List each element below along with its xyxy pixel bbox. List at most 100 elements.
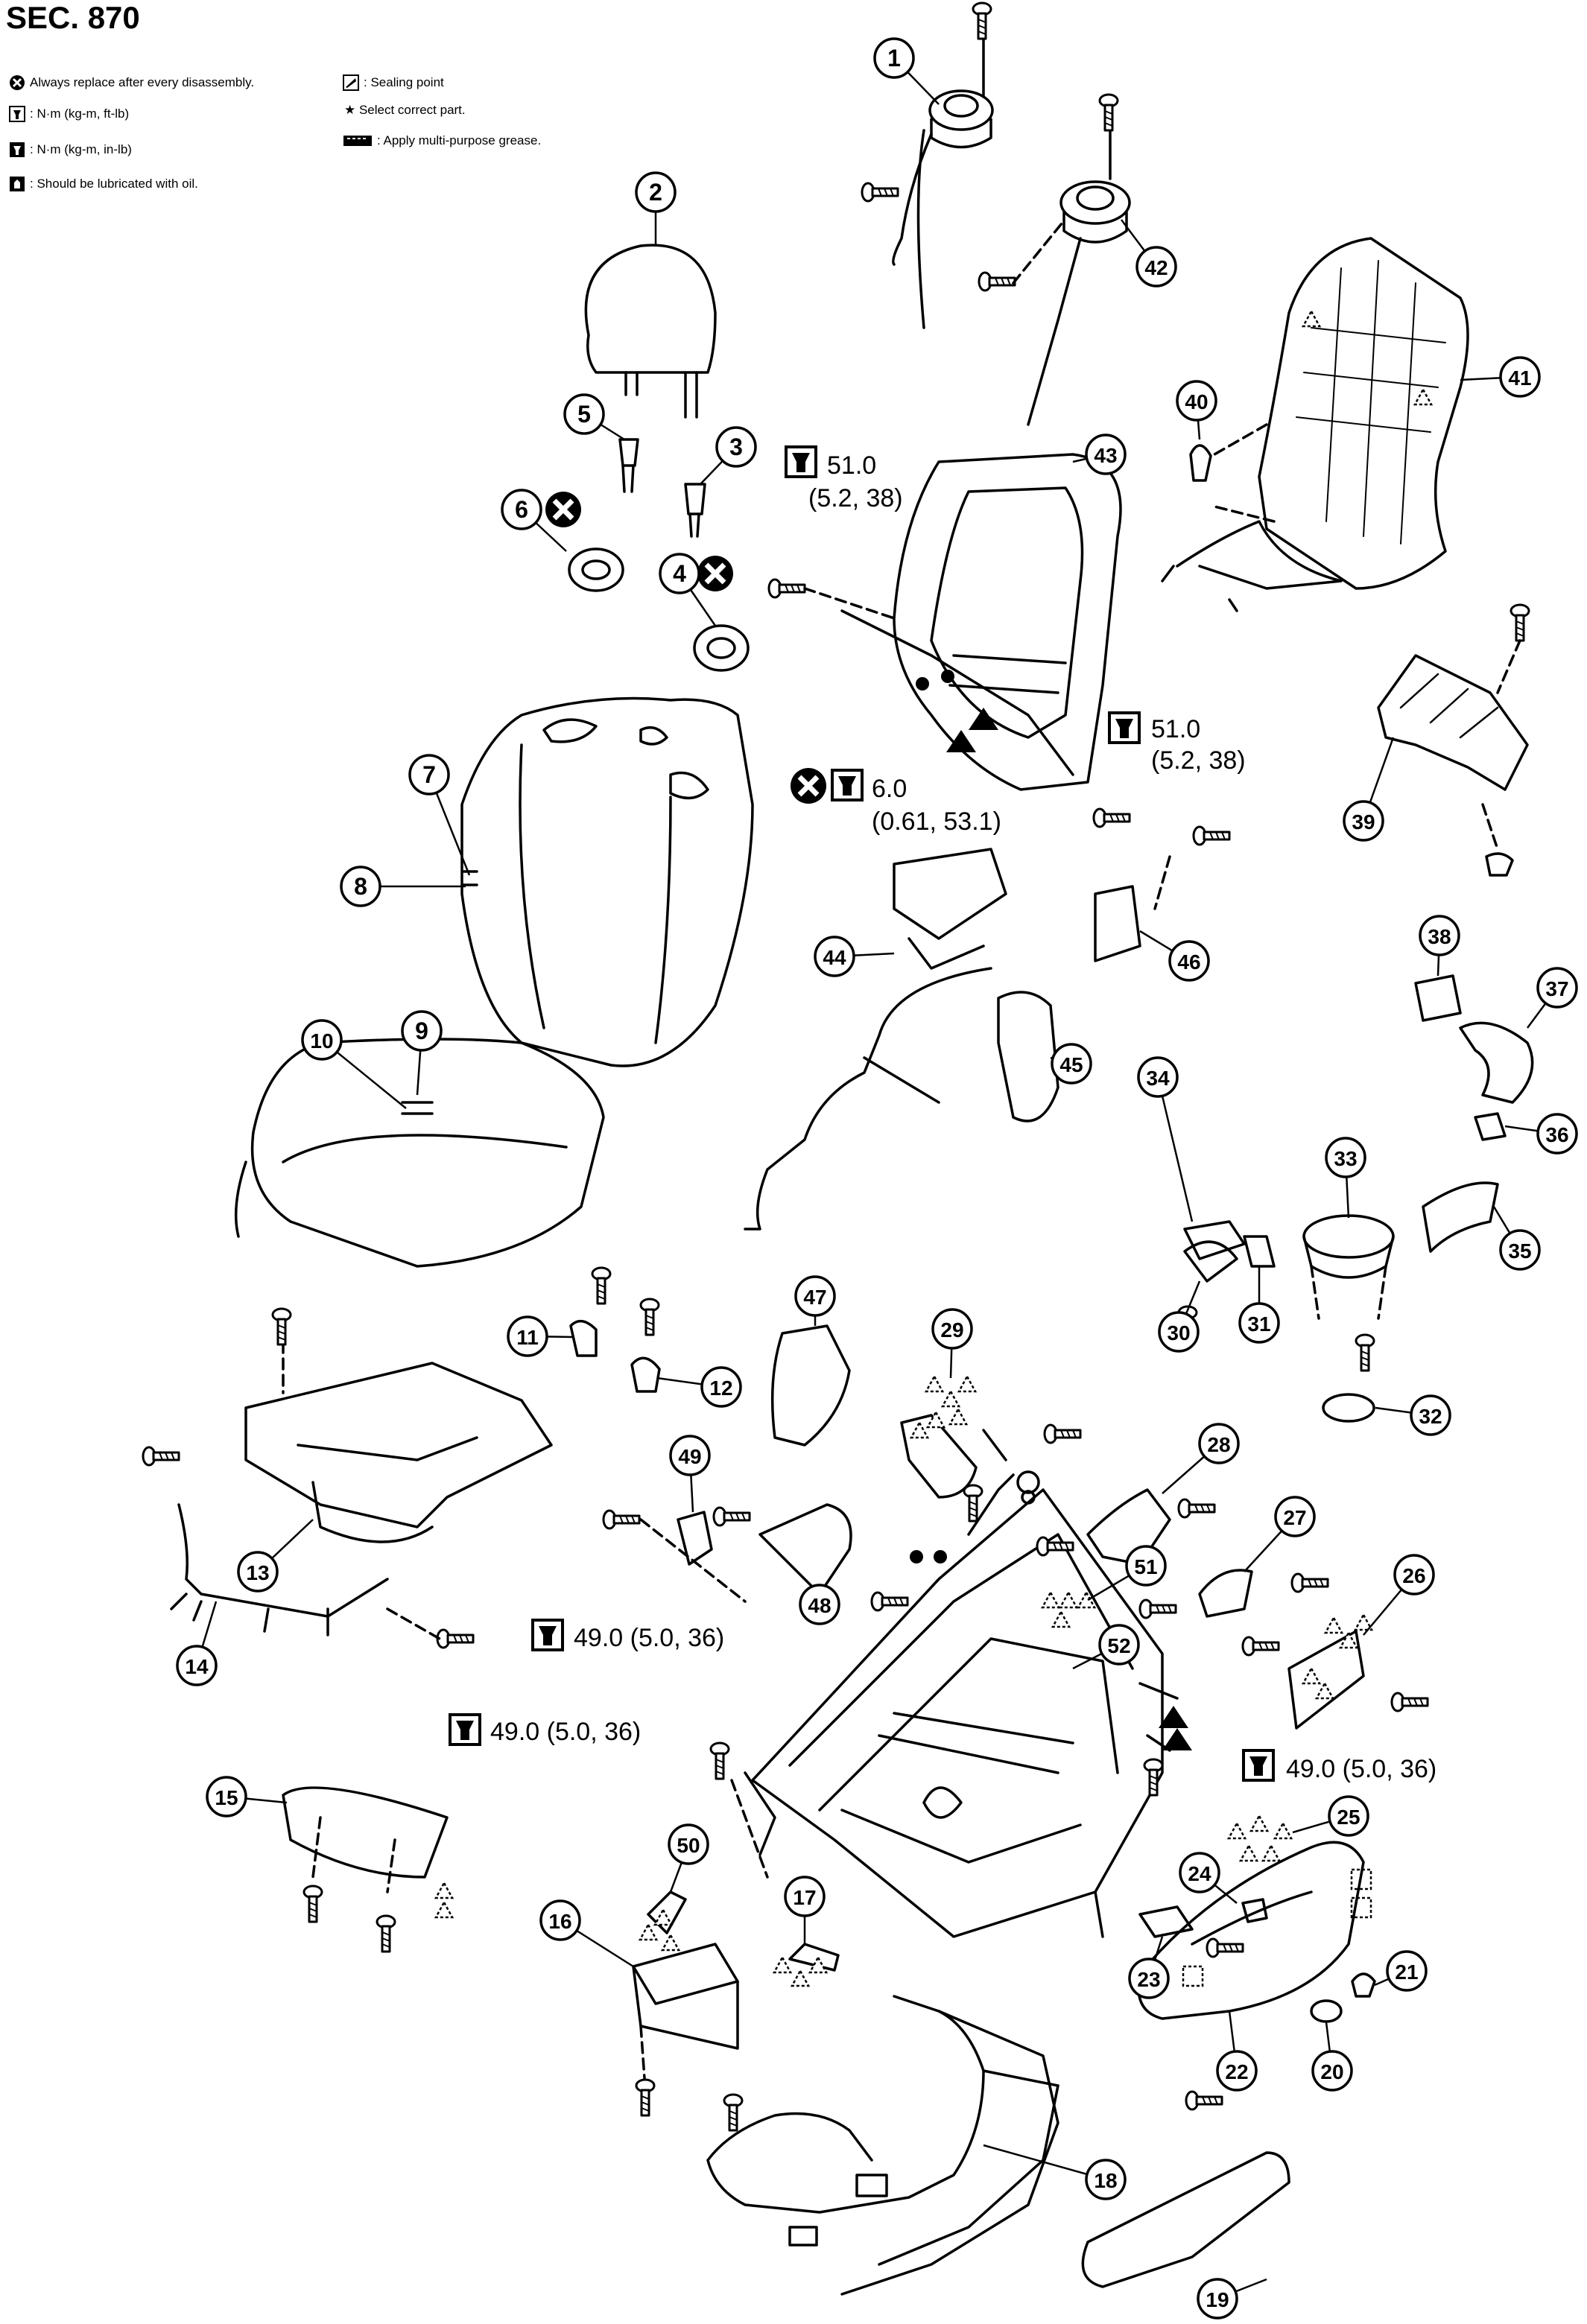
legend-item-sealing: : Sealing point [343, 74, 444, 91]
legend-item-torque-ftlb: : N·m (kg-m, ft-lb) [9, 106, 129, 122]
callout-number: 4 [673, 560, 686, 587]
callout-22: 22 [1216, 2050, 1258, 2092]
part-control-module [632, 1943, 739, 2050]
torque-value: 51.0 [1151, 715, 1200, 743]
callout-19: 19 [1197, 2278, 1238, 2320]
callout-number: 37 [1545, 977, 1568, 1000]
torque-spec-seatback-right: 51.0 (5.2, 38) [1108, 711, 1246, 775]
callout-number: 38 [1428, 925, 1451, 948]
part-clip-30 [1183, 1240, 1238, 1283]
callout-28: 28 [1198, 1423, 1240, 1464]
callout-number: 28 [1207, 1433, 1230, 1456]
callout-46: 46 [1168, 940, 1210, 982]
callout-18: 18 [1085, 2159, 1127, 2200]
callout-number: 13 [246, 1561, 269, 1584]
part-knob [1310, 1999, 1343, 2023]
callout-number: 35 [1508, 1239, 1531, 1263]
callout-number: 49 [678, 1445, 701, 1468]
part-cover-29 [900, 1414, 978, 1499]
callout-1: 1 [873, 37, 915, 79]
callout-44: 44 [814, 936, 855, 977]
callout-45: 45 [1051, 1043, 1092, 1085]
part-wire-harness [706, 1995, 1059, 2296]
callout-49: 49 [669, 1435, 711, 1476]
part-cover-28 [1086, 1488, 1171, 1566]
callout-number: 20 [1320, 2060, 1343, 2083]
callout-number: 41 [1508, 366, 1531, 390]
callout-number: 6 [515, 496, 528, 523]
part-motor-33 [1302, 1214, 1395, 1320]
callout-number: 34 [1146, 1067, 1170, 1090]
callout-number: 5 [577, 401, 591, 428]
torque-value-sub: (0.61, 53.1) [872, 807, 1001, 836]
torque-value: 49.0 (5.0, 36) [1286, 1755, 1436, 1783]
callout-number: 40 [1185, 390, 1208, 413]
callout-number: 29 [940, 1318, 963, 1342]
callout-9: 9 [401, 1010, 443, 1052]
part-escutcheon-2 [693, 624, 750, 672]
callout-29: 29 [931, 1308, 973, 1350]
callout-37: 37 [1536, 967, 1578, 1009]
part-bracket-23 [1138, 1905, 1194, 1938]
legend-item-star: ★ Select correct part. [344, 103, 466, 118]
callout-number: 36 [1545, 1123, 1568, 1146]
callout-leader-34 [1156, 1076, 1194, 1222]
callout-12: 12 [700, 1366, 742, 1408]
part-headrest-guide [618, 438, 706, 538]
callout-number: 18 [1094, 2169, 1117, 2192]
callout-number: 21 [1395, 1961, 1418, 1984]
callout-number: 17 [793, 1886, 816, 1909]
section-title: SEC. 870 [6, 0, 140, 35]
part-flex-duct [1459, 1021, 1534, 1104]
callout-number: 44 [823, 946, 846, 969]
callout-number: 48 [808, 1594, 831, 1617]
callout-17: 17 [784, 1876, 826, 1917]
part-clip-36 [1474, 1112, 1507, 1141]
legend-item-replace: Always replace after every disassembly. [9, 74, 254, 91]
torque-spec-frame-right: 49.0 (5.0, 36) [1242, 1749, 1436, 1783]
callout-number: 11 [516, 1326, 539, 1349]
callout-number: 15 [215, 1786, 238, 1809]
callout-number: 26 [1402, 1564, 1425, 1587]
replace-x-icon [545, 492, 581, 527]
callout-4: 4 [659, 553, 700, 594]
callout-23: 23 [1128, 1958, 1170, 1999]
legend-text: : Sealing point [364, 75, 444, 89]
callout-51: 51 [1125, 1545, 1167, 1587]
part-seatback-board [1161, 237, 1469, 612]
callout-24: 24 [1179, 1852, 1220, 1893]
part-clip-24 [1241, 1898, 1268, 1923]
callout-39: 39 [1343, 800, 1384, 842]
part-seat-pan [244, 1324, 553, 1543]
callout-5: 5 [563, 393, 605, 435]
callout-32: 32 [1410, 1394, 1451, 1436]
part-clip-21 [1351, 1972, 1376, 1998]
part-bracket-34 [1183, 1220, 1246, 1260]
callout-30: 30 [1158, 1311, 1200, 1353]
legend-item-grease: : Apply multi-purpose grease. [343, 133, 541, 149]
callout-7: 7 [408, 754, 450, 796]
replace-x-icon [10, 75, 25, 90]
callout-number: 25 [1337, 1806, 1360, 1829]
callout-6: 6 [501, 489, 542, 530]
callout-number: 32 [1419, 1405, 1442, 1428]
part-duct [1422, 1181, 1499, 1253]
part-side-finisher [1137, 1841, 1365, 2020]
callout-8: 8 [340, 866, 381, 907]
callout-number: 22 [1225, 2060, 1248, 2083]
legend-text: : N·m (kg-m, ft-lb) [30, 107, 130, 121]
callout-11: 11 [507, 1315, 548, 1357]
legend-text: : Apply multi-purpose grease. [377, 133, 542, 147]
part-recliner-cover [770, 1324, 851, 1447]
callout-number: 14 [185, 1655, 209, 1678]
callout-number: 31 [1247, 1312, 1270, 1336]
callout-leader-18 [983, 2144, 1106, 2181]
callout-40: 40 [1176, 380, 1217, 422]
part-side-trim [282, 1786, 449, 1893]
part-cover-27 [1198, 1569, 1253, 1618]
part-escutcheon [568, 547, 624, 592]
callout-15: 15 [206, 1776, 247, 1817]
legend-text: : N·m (kg-m, in-lb) [30, 142, 132, 156]
callout-number: 8 [354, 873, 367, 900]
callout-number: 3 [729, 434, 743, 460]
